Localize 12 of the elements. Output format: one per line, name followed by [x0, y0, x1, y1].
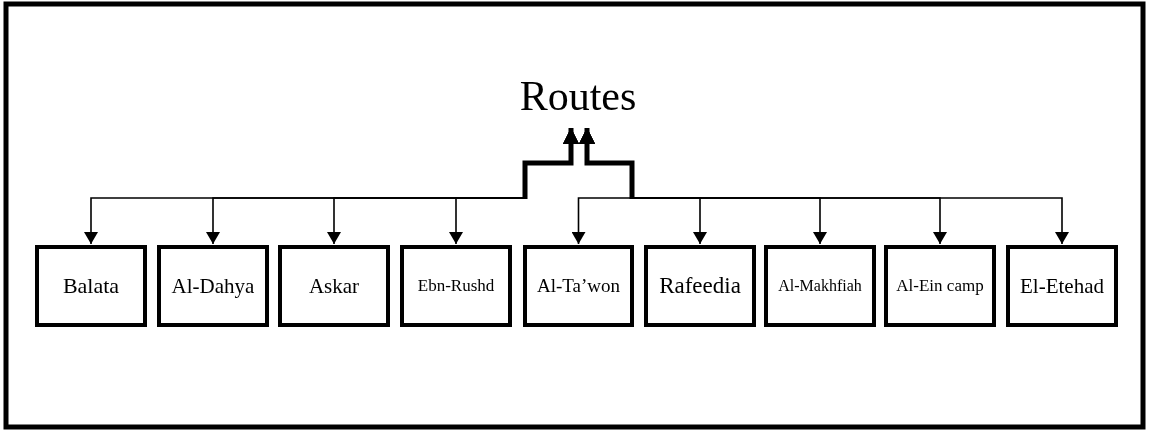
bracket-trunk-line: [584, 128, 635, 199]
route-box: Al-Dahya: [157, 245, 269, 327]
route-box: Rafeedia: [644, 245, 756, 327]
route-box: Balata: [35, 245, 147, 327]
bracket-trunk-line: [522, 128, 574, 199]
route-box: Al-Makhfiah: [764, 245, 876, 327]
route-box: Al-Ta’won: [523, 245, 634, 327]
route-box: Ebn-Rushd: [400, 245, 512, 327]
route-box: Al-Ein camp: [884, 245, 996, 327]
route-box: El-Etehad: [1006, 245, 1118, 327]
heading-text: Routes: [519, 72, 637, 120]
route-box: Askar: [278, 245, 390, 327]
